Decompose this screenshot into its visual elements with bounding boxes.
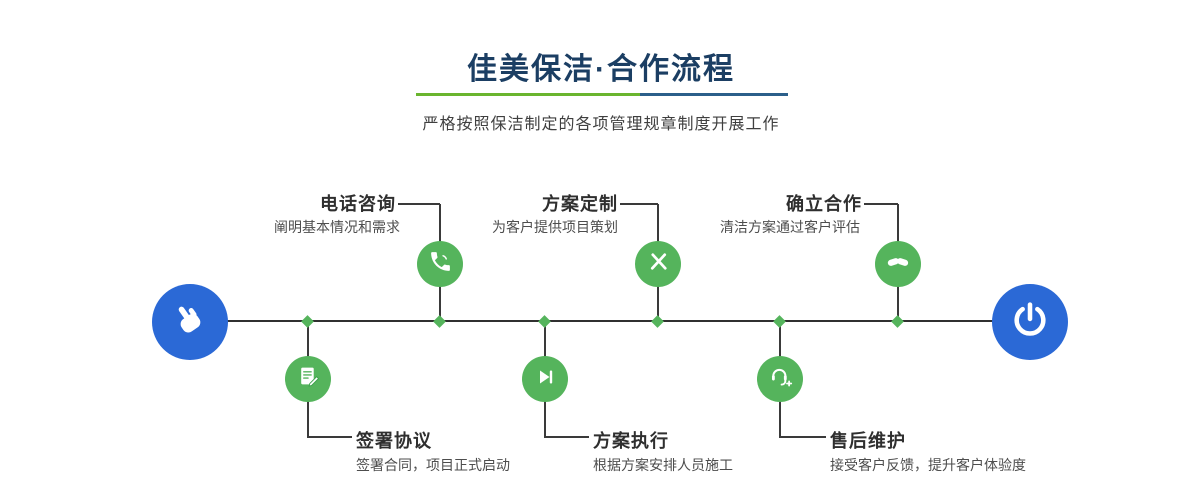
step-title-cooperation: 确立合作 [786,194,862,214]
timeline-node-diamond [891,315,904,328]
timeline-node-diamond [773,315,786,328]
contract-icon [296,364,321,394]
step-desc-phone: 阐明基本情况和需求 [274,219,400,235]
aftersales-icon [767,364,793,395]
timeline-line [190,320,1032,322]
handshake-icon [885,249,911,280]
design-tools-icon [646,249,671,279]
underline-green-segment [416,93,640,96]
step-title-aftersales: 售后维护 [830,431,906,451]
design-step-circle [635,241,681,287]
timeline-end-circle [992,284,1068,360]
connector-line [780,436,826,438]
phone-step-circle [417,241,463,287]
timeline-node-diamond [433,315,446,328]
step-desc-aftersales: 接受客户反馈，提升客户体验度 [830,457,1026,473]
step-desc-design: 为客户提供项目策划 [492,219,618,235]
timeline-start-circle [152,284,228,360]
step-desc-cooperation: 清洁方案通过客户评估 [720,219,860,235]
timeline-node-diamond [538,315,551,328]
connector-line [308,436,352,438]
page-title: 佳美保洁·合作流程 [467,53,735,86]
connector-line [545,436,589,438]
phone-icon [428,249,453,279]
contract-step-circle [285,356,331,402]
step-title-design: 方案定制 [542,194,618,214]
step-desc-execute: 根据方案安排人员施工 [593,457,733,473]
execute-icon [533,365,557,394]
connector-line [620,203,658,205]
timeline-node-diamond [301,315,314,328]
connector-line [864,203,898,205]
pointing-hand-icon [161,292,220,352]
connector-line [398,203,440,205]
step-desc-contract: 签署合同，项目正式启动 [356,457,510,473]
step-title-contract: 签署协议 [356,431,432,451]
power-icon [1009,299,1051,346]
underline-blue-segment [640,93,788,96]
timeline-node-diamond [651,315,664,328]
execute-step-circle [522,356,568,402]
step-title-execute: 方案执行 [593,431,669,451]
aftersales-step-circle [757,356,803,402]
page-subtitle: 严格按照保洁制定的各项管理规章制度开展工作 [422,116,780,133]
step-title-phone: 电话咨询 [320,194,396,214]
cooperation-step-circle [875,241,921,287]
title-underline [416,93,788,96]
